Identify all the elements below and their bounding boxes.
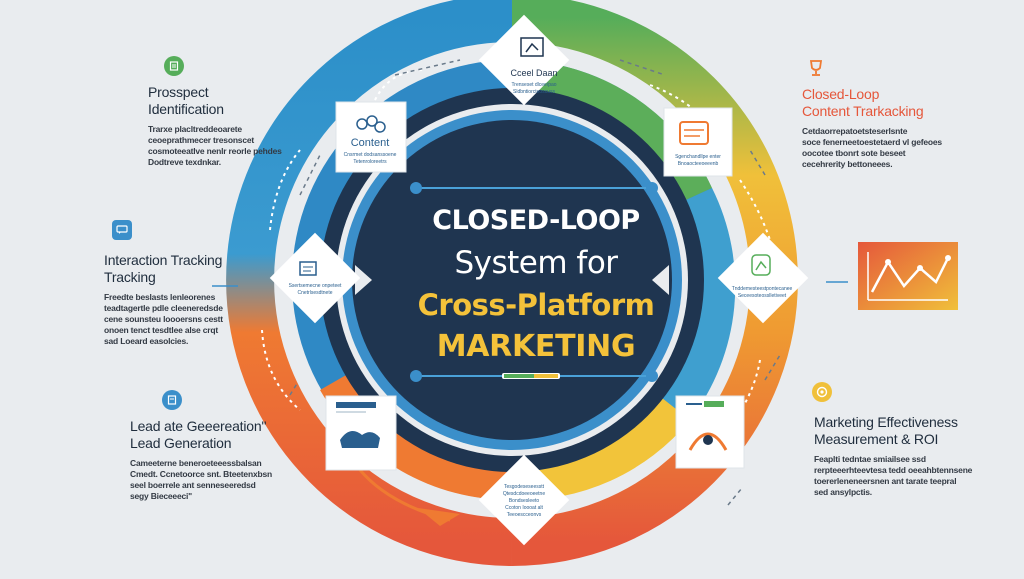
card-right-upper-line2: Bnoaocteeoeeenb <box>678 161 719 167</box>
card-top-label: Cceel Daan <box>510 68 557 78</box>
measure-desc-4: sed ansylpctis. <box>814 487 872 497</box>
closed-title-line2: Content Trarkacking <box>802 103 924 119</box>
card-bottom-line1: Tesgodeseseesstt <box>504 484 545 490</box>
prospect-title-line1: Prosspect <box>148 84 209 100</box>
measure-desc-1: Feaplti tedntae smiailsee ssd <box>814 454 926 464</box>
arrowhead-bottom <box>418 508 460 526</box>
left-notch <box>355 265 372 295</box>
card-right-mid-line1: Tnddemesteestpontecanee <box>732 286 793 292</box>
bottom-divider-dot-left <box>410 370 422 382</box>
interaction-title-line1: Interaction Tracking <box>104 252 223 268</box>
interaction-desc-1: Freedte beslasts lenleorenes <box>104 292 216 302</box>
bottom-accent-green <box>504 374 534 378</box>
lead-section: Lead ate Geeereation"Lead Generation Cam… <box>130 418 272 502</box>
line-chart-card[interactable] <box>858 242 958 310</box>
closed-desc-3: oocotee tbonrt sote beseet <box>802 148 906 158</box>
prospect-desc-1: Trarxe placltreddeoarete <box>148 124 242 134</box>
bottom-accent-yellow <box>534 374 558 378</box>
interaction-desc-3: cene sounsteu loooersns cestt <box>104 314 223 324</box>
measure-title-line2: Measurement & ROI <box>814 431 939 447</box>
document-icon <box>167 395 177 405</box>
top-divider-dot-left <box>410 182 422 194</box>
center-title: CLOSED-LOOP System for Cross-Platform MA… <box>386 200 686 368</box>
card-right-upper-line1: Sgenchandllpe enter <box>675 154 721 160</box>
lead-title-line2: Lead Generation <box>130 435 232 451</box>
card-left-mid-line1: Ssertsemecne onpeteet <box>289 283 342 289</box>
prospect-desc-3: cosmoteeatlve nenlr reorle pehdes <box>148 146 282 156</box>
trophy-icon <box>809 60 823 76</box>
lead-desc-3: seel boerrele ant senneseeredsd <box>130 480 256 490</box>
lead-desc-4: segy Bieceeeci" <box>130 491 192 501</box>
measure-badge <box>812 382 832 402</box>
top-divider-dot-right <box>646 182 658 194</box>
closed-desc-2: soce fenerneetoestetaerd vl gefeoes <box>802 137 942 147</box>
closed-desc-4: cecehrerity bettoneees. <box>802 159 893 169</box>
lead-desc-2: Cmedt. Ccnetoorce snt. Bteetenxbsn <box>130 469 272 479</box>
card-left-low[interactable] <box>325 395 397 471</box>
center-title-line1: CLOSED-LOOP <box>432 205 640 236</box>
card-bottom-line3: Bondsesleeto <box>509 498 540 504</box>
closed-badge <box>806 58 826 78</box>
measure-desc-2: rerpteeerhteevtesa tedd oeeahbtennsene <box>814 465 973 475</box>
card-bottom-line2: Qtesdcdoeeoeetne <box>503 491 545 497</box>
card-content-line1: Cnsrmet dodsanssoene <box>344 152 397 158</box>
closed-desc-1: Cetdaorrepatoetsteserlsnte <box>802 126 908 136</box>
center-title-line4: MARKETING <box>436 329 636 364</box>
interaction-desc-2: teadtagertle pdle cleeneredsde <box>104 303 223 313</box>
card-left-mid[interactable]: Ssertsemecne onpeteet Cnetrlsesdtnete <box>269 232 361 324</box>
prospect-title-line2: Identification <box>148 101 224 117</box>
card-right-mid-line2: Seceesoteosslletiveet <box>738 293 787 299</box>
card-top-line1: Trenseset dlcee/pao <box>511 82 556 88</box>
card-right-upper[interactable]: Sgenchandllpe enter Bnoaocteeoeeenb <box>663 107 733 177</box>
measure-title-line1: Marketing Effectiveness <box>814 414 958 430</box>
lead-title-line1: Lead ate Geeereation" <box>130 418 267 434</box>
line-chart-icon <box>867 252 951 301</box>
chat-bubble-icon <box>116 225 128 234</box>
interaction-badge <box>112 220 132 240</box>
document-icon <box>169 61 179 71</box>
card-top-line2: Sldbntiorcteoscuss <box>513 89 555 95</box>
lead-desc-1: Cameeterne beneroeteeessbalsan <box>130 458 262 468</box>
lead-badge <box>162 390 182 410</box>
closed-title-line1: Closed-Loop <box>802 86 880 102</box>
prospect-desc-4: Dodtreve texdnkar. <box>148 157 221 167</box>
card-right-low[interactable] <box>675 395 745 469</box>
right-notch <box>652 265 669 295</box>
interaction-title-line2: Tracking <box>104 269 156 285</box>
card-content-label: Content <box>351 137 390 149</box>
outside-arrows <box>289 59 781 506</box>
prospect-badge <box>164 56 184 76</box>
outer-ring-left <box>226 0 513 566</box>
card-bottom-line5: Teeoescceonvs <box>507 512 542 518</box>
target-icon <box>816 386 828 398</box>
card-content[interactable]: Content Cnsrmet dodsanssoene Tetenrolore… <box>335 101 407 173</box>
center-title-line3: Cross-Platform <box>417 288 655 322</box>
prospect-desc-2: ceoeprathmecer tresonscet <box>148 135 255 145</box>
center-disc <box>352 120 672 440</box>
card-bottom-line4: Ccoton Ioooat alt <box>505 505 543 511</box>
bottom-divider-dot-right <box>646 370 658 382</box>
card-content-line2: Tetenroloreetrs <box>353 159 387 165</box>
interaction-desc-4: onoen tenct tesdtlee alse crqt <box>104 325 218 335</box>
center-title-line2: System for <box>454 245 618 281</box>
card-left-mid-line2: Cnetrlsesdtnete <box>297 290 332 296</box>
measure-desc-3: toererleneneersnen ant tarate teepral <box>814 476 957 486</box>
interaction-desc-5: sad Loeard easolcies. <box>104 336 189 346</box>
